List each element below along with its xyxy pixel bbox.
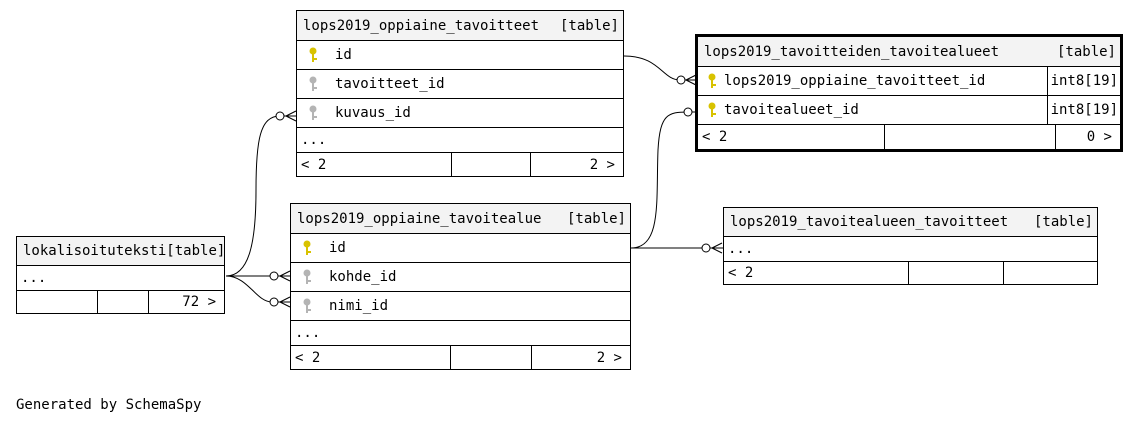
column-name: lops2019_oppiaine_tavoitteet_id xyxy=(724,73,986,89)
edge-crowfoot-marker xyxy=(685,74,697,86)
generated-by-label: Generated by SchemaSpy xyxy=(16,397,202,413)
footer-spacer xyxy=(1004,262,1097,284)
key-icon xyxy=(303,240,311,255)
table-footer: < 2 2 > xyxy=(291,346,630,369)
more-columns-text: ... xyxy=(728,241,754,257)
edge-optional-marker xyxy=(676,75,686,85)
edge-crowfoot-marker xyxy=(279,296,291,308)
column-row[interactable]: kohde_id xyxy=(291,263,630,292)
table-kind: [table] xyxy=(566,210,626,227)
edge-lokalisoituteksti-to-kuvaus xyxy=(225,115,296,277)
table-name: lops2019_oppiaine_tavoitealue xyxy=(297,210,542,227)
column-row[interactable]: tavoitteet_id xyxy=(297,70,623,99)
edge-crowfoot-marker xyxy=(285,110,297,122)
more-columns-text: ... xyxy=(295,325,321,341)
footer-spacer xyxy=(98,291,149,313)
table-header[interactable]: lops2019_oppiaine_tavoitteet [table] xyxy=(297,11,623,41)
column-row[interactable]: lops2019_oppiaine_tavoitteet_id int8[19] xyxy=(698,67,1120,96)
column-name: nimi_id xyxy=(329,298,389,314)
table-footer: < 2 xyxy=(724,262,1097,284)
key-icon xyxy=(309,47,317,62)
table-oppiaine-tavoitealue[interactable]: lops2019_oppiaine_tavoitealue [table] id… xyxy=(290,203,631,370)
column-type: int8[19] xyxy=(1046,96,1120,124)
children-count[interactable]: 2 > xyxy=(589,156,615,173)
parents-count[interactable]: < 2 xyxy=(698,125,885,149)
table-header[interactable]: lokalisoituteksti [table] xyxy=(17,237,226,266)
more-columns: ... xyxy=(724,237,1097,262)
edge-lokalisoituteksti-to-nimi xyxy=(225,275,290,303)
more-columns: ... xyxy=(291,321,630,346)
edge-crowfoot-marker xyxy=(279,270,291,282)
key-icon xyxy=(303,298,311,313)
table-kind: [table] xyxy=(1056,43,1116,60)
table-kind: [table] xyxy=(559,17,619,34)
table-name: lops2019_tavoitteiden_tavoitealueet xyxy=(704,43,1000,60)
footer-spacer xyxy=(17,291,98,313)
table-kind: [table] xyxy=(166,243,226,259)
column-row[interactable]: id xyxy=(291,234,630,263)
column-name: kohde_id xyxy=(329,269,397,285)
table-tavoitealueen-tavoitteet[interactable]: lops2019_tavoitealueen_tavoitteet [table… xyxy=(723,207,1098,285)
footer-spacer xyxy=(451,346,532,369)
table-name: lokalisoituteksti xyxy=(23,243,167,259)
more-columns-text: ... xyxy=(21,270,47,286)
table-header[interactable]: lops2019_oppiaine_tavoitealue [table] xyxy=(291,204,630,234)
key-icon xyxy=(309,105,317,120)
column-name: tavoitteet_id xyxy=(335,76,445,92)
table-header[interactable]: lops2019_tavoitteiden_tavoitealueet [tab… xyxy=(698,37,1120,67)
footer-spacer xyxy=(909,262,1004,284)
table-tavoitteiden-tavoitealueet[interactable]: lops2019_tavoitteiden_tavoitealueet [tab… xyxy=(695,34,1123,152)
children-count[interactable]: 2 > xyxy=(596,349,622,366)
column-row[interactable]: id xyxy=(297,41,623,70)
key-icon xyxy=(708,73,716,88)
table-footer: < 2 2 > xyxy=(297,153,623,176)
key-icon xyxy=(309,76,317,91)
parents-count[interactable]: < 2 xyxy=(724,262,909,284)
children-count[interactable]: 0 > xyxy=(1086,129,1112,145)
key-icon xyxy=(708,102,716,117)
footer-spacer xyxy=(885,125,1056,149)
edge-tavoitealue-to-tavoitealueet xyxy=(630,111,697,249)
table-lokalisoituteksti[interactable]: lokalisoituteksti [table] ... 72 > xyxy=(16,236,225,314)
table-oppiaine-tavoitteet[interactable]: lops2019_oppiaine_tavoitteet [table] id … xyxy=(296,10,624,177)
edge-optional-marker xyxy=(683,107,693,117)
column-row[interactable]: nimi_id xyxy=(291,292,630,321)
column-name: kuvaus_id xyxy=(335,105,411,121)
table-kind: [table] xyxy=(1033,214,1093,230)
column-type: int8[19] xyxy=(1046,67,1120,95)
edge-crowfoot-marker xyxy=(711,242,723,254)
more-columns: ... xyxy=(17,266,224,291)
table-footer: < 2 0 > xyxy=(698,125,1120,149)
edge-optional-marker xyxy=(701,243,711,253)
key-icon xyxy=(303,269,311,284)
table-footer: 72 > xyxy=(17,291,224,313)
table-name: lops2019_oppiaine_tavoitteet xyxy=(303,17,540,34)
edge-optional-marker xyxy=(275,111,285,121)
column-name: id xyxy=(329,240,346,256)
more-columns-text: ... xyxy=(301,132,327,148)
edge-tavoitteet-to-tavoitealueet xyxy=(623,55,696,81)
edge-optional-marker xyxy=(269,271,279,281)
edge-optional-marker xyxy=(269,297,279,307)
column-name: id xyxy=(335,47,352,63)
table-header[interactable]: lops2019_tavoitealueen_tavoitteet [table… xyxy=(724,208,1097,237)
more-columns: ... xyxy=(297,128,623,153)
column-row[interactable]: tavoitealueet_id int8[19] xyxy=(698,96,1120,125)
parents-count[interactable]: < 2 xyxy=(297,153,452,176)
column-row[interactable]: kuvaus_id xyxy=(297,99,623,128)
parents-count[interactable]: < 2 xyxy=(291,346,451,369)
column-name: tavoitealueet_id xyxy=(724,102,859,118)
row-count[interactable]: 72 > xyxy=(182,294,216,310)
table-name: lops2019_tavoitealueen_tavoitteet xyxy=(730,214,1009,230)
footer-spacer xyxy=(452,153,531,176)
